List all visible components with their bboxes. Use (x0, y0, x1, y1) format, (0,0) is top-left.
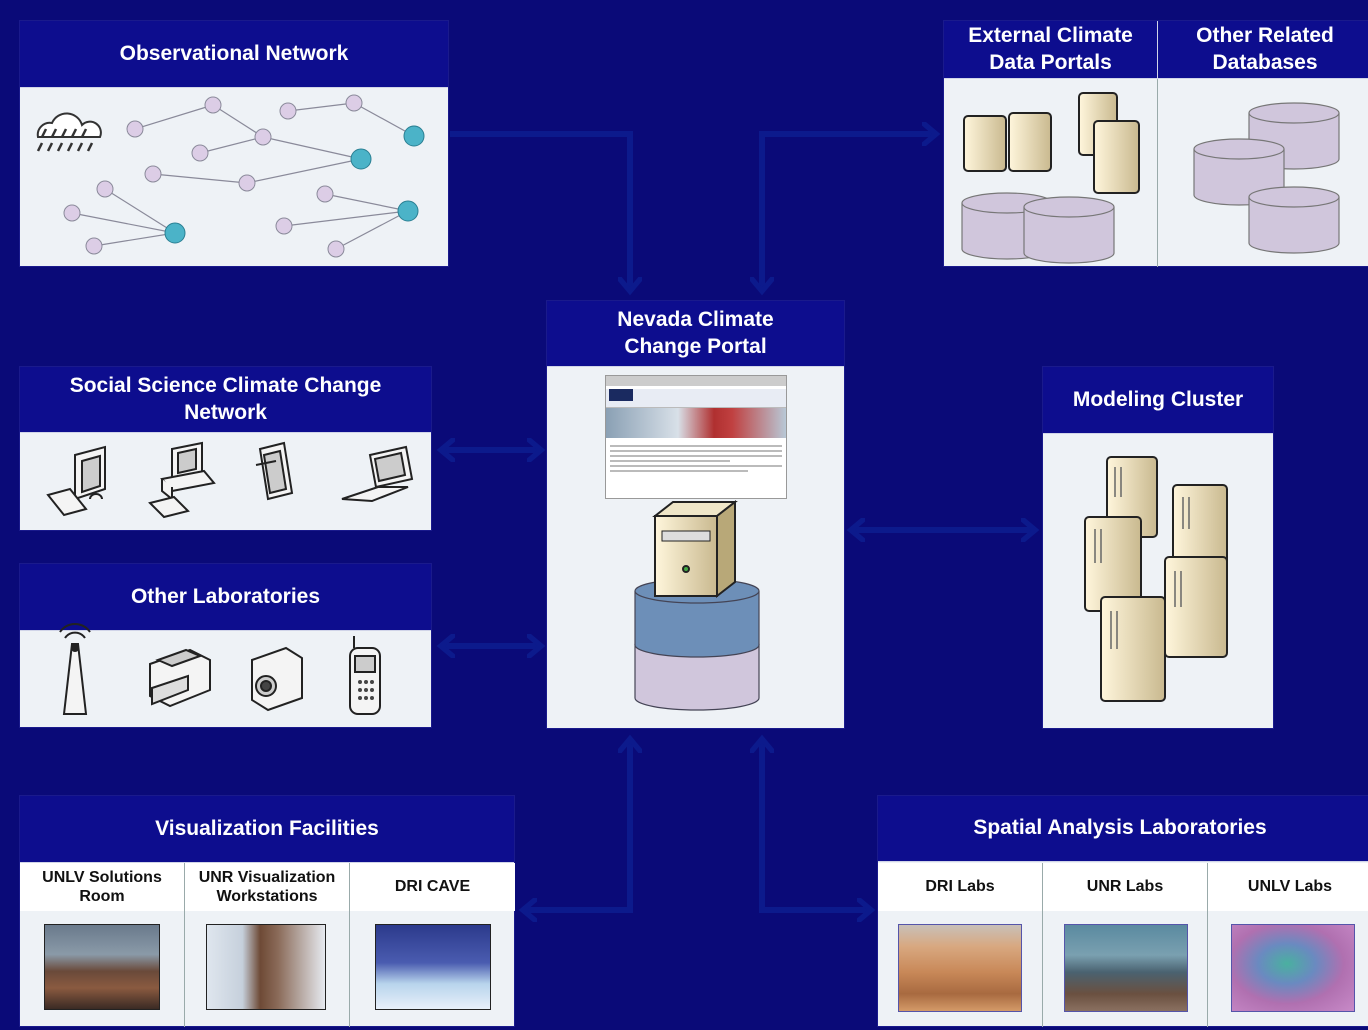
modeling-cluster-panel: Modeling Cluster (1042, 366, 1274, 729)
unlv-labs-photo (1231, 924, 1355, 1012)
laptop-icon (341, 445, 414, 503)
database-icon (634, 578, 760, 711)
unlv-solutions-room-label: UNLV Solutions Room (20, 863, 185, 911)
modeling-cluster-title: Modeling Cluster (1043, 367, 1273, 434)
nevada-climate-change-portal-panel: Nevada Climate Change Portal (546, 300, 845, 729)
external-portals-illustration (961, 92, 1340, 264)
desktop-monitor-icon (46, 445, 106, 517)
unlv-labs-label: UNLV Labs (1208, 863, 1368, 911)
other-laboratories-title: Other Laboratories (20, 564, 431, 631)
dri-cave-photo (375, 924, 491, 1010)
social-science-network-panel: Social Science Climate Change Network (19, 366, 432, 531)
tablet-icon (255, 441, 294, 501)
social-science-network-title: Social Science Climate Change Network (20, 367, 431, 433)
external-climate-data-portals-header: External Climate Data Portals (944, 21, 1158, 79)
dri-labs-photo (898, 924, 1022, 1012)
arrow-portal-to-spatial (759, 905, 870, 910)
visualization-facilities-panel: Visualization Facilities UNLV Solutions … (19, 795, 515, 1027)
external-data-panel: External Climate Data Portals Other Rela… (943, 20, 1368, 267)
desktop-computer-icon (148, 441, 216, 519)
observational-network-panel: Observational Network (19, 20, 449, 267)
arrow-portal-to-viz (524, 905, 633, 910)
video-camera-icon (251, 646, 303, 712)
server-icon (652, 499, 738, 599)
sensor-network-graph (36, 94, 425, 258)
unr-labs-label: UNR Labs (1043, 863, 1208, 911)
server-icon (963, 92, 1140, 194)
other-related-databases-header: Other Related Databases (1158, 21, 1368, 79)
unr-visualization-workstations-photo (206, 924, 326, 1010)
unr-visualization-workstations-label: UNR Visualization Workstations (185, 863, 350, 911)
spatial-analysis-laboratories-panel: Spatial Analysis Laboratories DRI Labs U… (877, 795, 1368, 1027)
arrow-observational-to-portal (450, 131, 630, 290)
other-laboratories-panel: Other Laboratories (19, 563, 432, 728)
portal-server-stack (634, 499, 760, 711)
database-icon (961, 102, 1340, 264)
spatial-analysis-laboratories-title: Spatial Analysis Laboratories (878, 796, 1368, 862)
lab-devices-illustration (59, 623, 381, 715)
mobile-phone-icon (349, 636, 381, 715)
dri-cave-label: DRI CAVE (350, 863, 515, 911)
external-portals-cell (944, 79, 1158, 267)
server-icon (1084, 456, 1228, 702)
server-cluster-illustration (1084, 456, 1228, 702)
printer-icon (149, 648, 211, 708)
portal-website-screenshot (605, 375, 787, 499)
antenna-icon (59, 623, 91, 715)
portal-title: Nevada Climate Change Portal (547, 301, 844, 367)
unr-labs-photo (1064, 924, 1188, 1012)
unlv-solutions-room-photo (44, 924, 160, 1010)
dri-labs-label: DRI Labs (878, 863, 1043, 911)
rain-cloud-icon (36, 112, 102, 152)
observational-network-title: Observational Network (20, 21, 448, 88)
arrow-portal-to-external (759, 134, 935, 290)
social-devices-illustration (46, 441, 414, 519)
visualization-facilities-title: Visualization Facilities (20, 796, 514, 863)
